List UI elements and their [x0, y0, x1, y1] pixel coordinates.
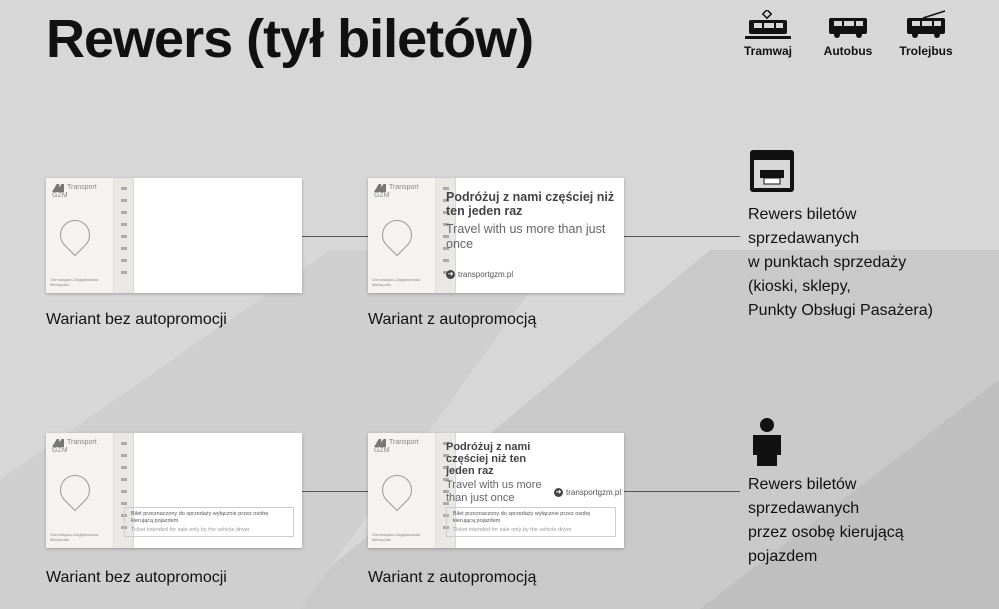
caption-without-promo: Wariant bez autopromocji — [46, 569, 227, 586]
location-pin-icon — [53, 213, 97, 257]
arrow-right-icon: ➜ — [554, 488, 563, 498]
driver-person-icon — [753, 418, 781, 466]
vehicle-tram: Tramwaj — [738, 10, 798, 58]
connector-line — [302, 236, 368, 237]
caption-without-promo: Wariant bez autopromocji — [46, 311, 227, 328]
promo-text-pl: Podróżuj z nami częściej niż ten jeden r… — [446, 441, 531, 477]
gzm-logo: Transport GZM — [374, 184, 419, 199]
perforation-strip — [436, 178, 456, 293]
ticket-back-without-promo-driver: Transport GZM Górnośląsko-Zagłębiowska Me… — [46, 433, 302, 548]
metropolia-label: Górnośląsko-Zagłębiowska Metropolia — [372, 532, 421, 542]
website-link: ➜transportgzm.pl — [554, 488, 622, 498]
perforation-strip — [114, 178, 134, 293]
vehicle-label: Tramwaj — [743, 44, 793, 58]
ticket-stub: Transport GZM Górnośląsko-Zagłębiowska Me… — [46, 178, 114, 293]
vehicle-label: Trolejbus — [899, 44, 953, 58]
location-pin-icon — [53, 468, 97, 512]
promo-text-pl: Podróżuj z nami częściej niż ten jeden r… — [446, 190, 615, 218]
vehicle-bus: Autobus — [818, 10, 878, 58]
connector-line — [624, 491, 740, 492]
caption-with-promo: Wariant z autopromocją — [368, 569, 537, 586]
ticket-back-without-promo-kiosk: Transport GZM Górnośląsko-Zagłębiowska Me… — [46, 178, 302, 293]
connector-line — [302, 491, 368, 492]
vehicle-label: Autobus — [823, 44, 873, 58]
gzm-logo: Transport GZM — [52, 439, 97, 454]
ticket-stub: Transport GZM Górnośląsko-Zagłębiowska Me… — [46, 433, 114, 548]
ticket-back-with-promo-kiosk: Transport GZM Górnośląsko-Zagłębiowska Me… — [368, 178, 624, 293]
metropolia-label: Górnośląsko-Zagłębiowska Metropolia — [50, 532, 99, 542]
caption-with-promo: Wariant z autopromocją — [368, 311, 537, 328]
bus-icon — [829, 18, 867, 38]
perforation-strip — [436, 433, 456, 548]
ticket-back-with-promo-driver: Transport GZM Górnośląsko-Zagłębiowska Me… — [368, 433, 624, 548]
perforation-strip — [114, 433, 134, 548]
page-title: Rewers (tył biletów) — [46, 9, 534, 69]
promo-text-en: Travel with us more than just once — [446, 479, 542, 504]
driver-sale-note: Bilet przeznaczony do sprzedaży wyłączni… — [124, 507, 294, 537]
ticket-stub: Transport GZM Górnośląsko-Zagłębiowska Me… — [368, 178, 436, 293]
location-pin-icon — [375, 468, 419, 512]
metropolia-label: Górnośląsko-Zagłębiowska Metropolia — [50, 277, 99, 287]
connector-line — [624, 236, 740, 237]
location-pin-icon — [375, 213, 419, 257]
gzm-logo: Transport GZM — [374, 439, 419, 454]
metropolia-label: Górnośląsko-Zagłębiowska Metropolia — [372, 277, 421, 287]
arrow-right-icon: ➜ — [446, 270, 455, 280]
vehicle-trolleybus: Trolejbus — [896, 10, 956, 58]
gzm-logo: Transport GZM — [52, 184, 97, 199]
trolleybus-icon — [907, 10, 946, 38]
tram-icon — [745, 10, 791, 39]
driver-sale-note: Bilet przeznaczony do sprzedaży wyłączni… — [446, 507, 616, 537]
ticket-stub: Transport GZM Górnośląsko-Zagłębiowska Me… — [368, 433, 436, 548]
promo-text-en: Travel with us more than just once — [446, 222, 606, 251]
website-link: ➜transportgzm.pl — [446, 270, 514, 280]
ticket-machine-icon — [750, 150, 794, 192]
